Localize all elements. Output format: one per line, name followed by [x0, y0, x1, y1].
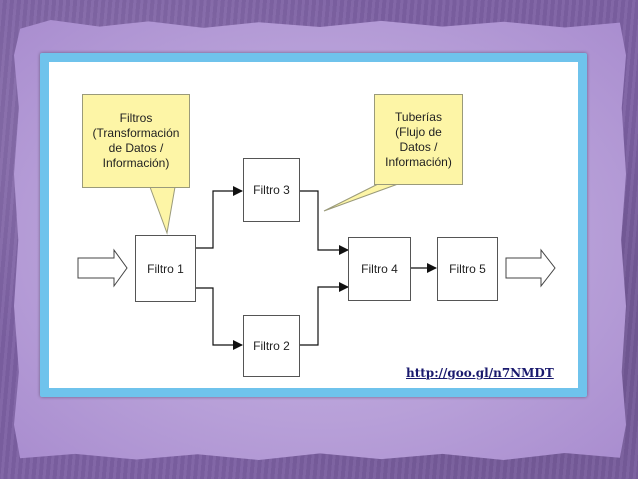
filtros-callout-pointer	[149, 186, 176, 235]
pipe-f1-f3	[196, 186, 243, 249]
filtro-2-box: Filtro 2	[243, 315, 300, 377]
pipe-f3-f4	[300, 190, 349, 255]
input-arrow-icon	[77, 248, 128, 288]
pipe-f1-f2	[196, 287, 243, 350]
source-link[interactable]: http://goo.gl/n7NMDT	[404, 365, 556, 381]
output-arrow-icon	[505, 248, 556, 288]
filtro-3-box: Filtro 3	[243, 158, 300, 222]
filtro-4-box: Filtro 4	[348, 237, 411, 301]
filtro-5-box: Filtro 5	[437, 237, 498, 301]
pipe-f2-f4	[300, 282, 349, 346]
filtro-1-box: Filtro 1	[135, 235, 196, 302]
filtros-callout: Filtros (Transformación de Datos / Infor…	[82, 94, 190, 188]
tuberias-callout: Tuberías (Flujo de Datos / Información)	[374, 94, 463, 185]
tuberias-callout-pointer	[323, 183, 399, 212]
